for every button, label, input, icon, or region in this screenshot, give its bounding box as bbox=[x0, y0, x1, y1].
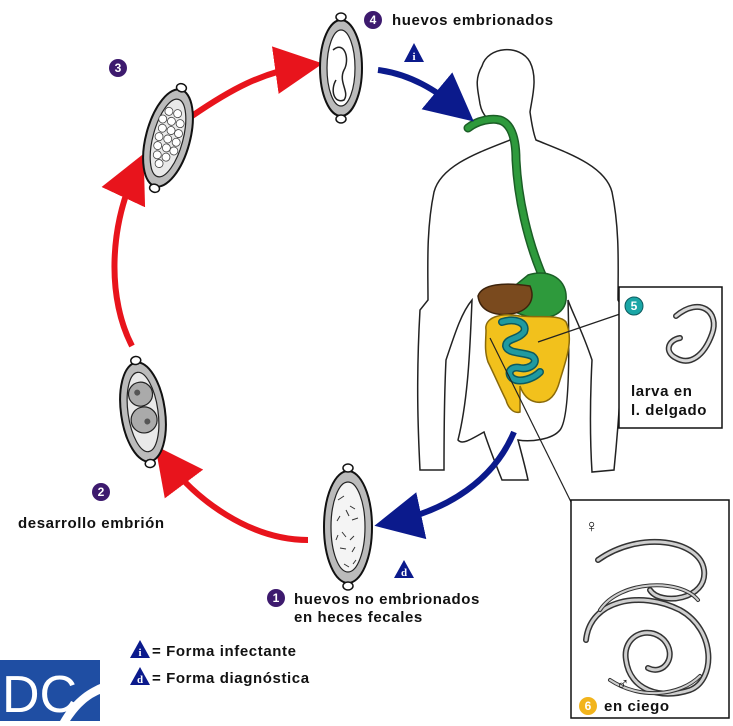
svg-text:3: 3 bbox=[115, 61, 122, 75]
step-badge-5: 5 bbox=[625, 297, 643, 315]
svg-text:d: d bbox=[401, 567, 407, 579]
male-symbol: ♂ bbox=[616, 674, 630, 694]
egg-unembryonated-1 bbox=[324, 464, 372, 590]
legend-diagnostic-label: = Forma diagnóstica bbox=[152, 670, 310, 687]
step-badge-4: 4 bbox=[364, 11, 382, 29]
label-step-4: huevos embrionados bbox=[392, 12, 554, 29]
legend-diagnostic-icon: d bbox=[130, 667, 150, 686]
label-step-6: en ciego bbox=[604, 698, 670, 715]
step-badge-6: 6 bbox=[579, 697, 597, 715]
step-badge-3: 3 bbox=[109, 59, 127, 77]
human-body bbox=[418, 50, 624, 480]
female-symbol: ♀ bbox=[585, 516, 599, 536]
svg-text:1: 1 bbox=[273, 591, 280, 605]
legend-infective-label: = Forma infectante bbox=[152, 643, 297, 660]
svg-text:2: 2 bbox=[98, 485, 105, 499]
egg-embryonated-4 bbox=[320, 13, 362, 123]
arrow-1-to-2 bbox=[166, 460, 308, 540]
label-step-5-line1: larva en bbox=[631, 383, 693, 400]
label-step-1-line2: en heces fecales bbox=[294, 609, 423, 626]
cdc-logo: DC bbox=[0, 660, 100, 721]
legend: i = Forma infectante d = Forma diagnósti… bbox=[130, 640, 310, 687]
svg-text:i: i bbox=[138, 647, 141, 659]
label-step-1-line1: huevos no embrionados bbox=[294, 591, 480, 608]
egg-two-cell-2 bbox=[113, 353, 172, 470]
logo-text: DC bbox=[2, 666, 77, 721]
svg-text:6: 6 bbox=[585, 699, 592, 713]
arrow-2-to-3 bbox=[114, 170, 136, 346]
svg-text:4: 4 bbox=[370, 13, 377, 27]
egg-segmented-3 bbox=[132, 78, 203, 198]
svg-text:i: i bbox=[412, 51, 415, 63]
label-step-2: desarrollo embrión bbox=[18, 515, 165, 532]
step-badge-2: 2 bbox=[92, 483, 110, 501]
infective-stage-marker: i bbox=[404, 43, 424, 63]
arrow-3-to-4 bbox=[192, 66, 305, 116]
inset-adult-worms-cecum: ♀ ♂ bbox=[571, 500, 729, 718]
step-badge-1: 1 bbox=[267, 589, 285, 607]
arrow-ingestion bbox=[378, 70, 460, 110]
svg-text:5: 5 bbox=[631, 299, 638, 313]
diagnostic-stage-marker: d bbox=[394, 560, 414, 579]
legend-infective-icon: i bbox=[130, 640, 150, 659]
liver bbox=[478, 284, 532, 314]
label-step-5-line2: l. delgado bbox=[631, 402, 707, 419]
svg-text:d: d bbox=[137, 674, 143, 686]
